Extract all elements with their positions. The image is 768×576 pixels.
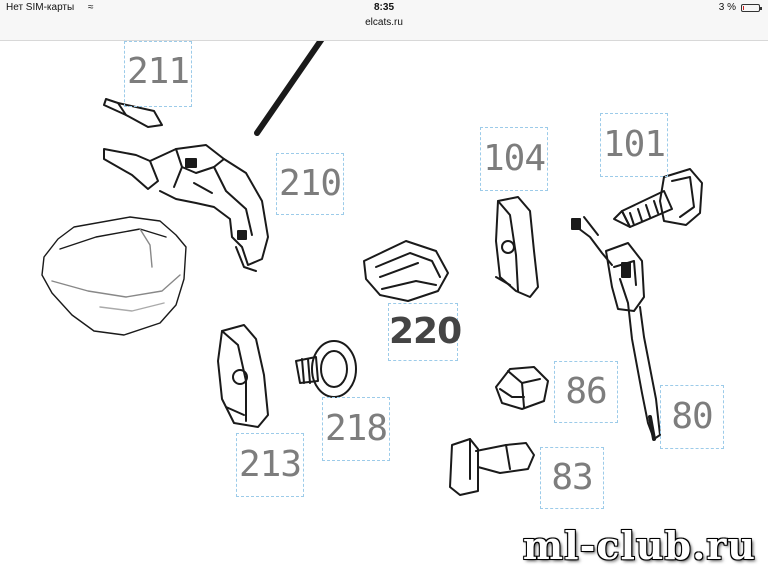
callout-80[interactable]: 80 — [660, 385, 724, 449]
clock: 8:35 — [373, 2, 394, 13]
callout-210[interactable]: 210 — [276, 153, 344, 215]
carrier-label: Нет SIM-карты — [6, 2, 75, 13]
leader-line — [254, 41, 325, 136]
battery-icon — [741, 4, 762, 12]
callout-220[interactable]: 220 — [388, 303, 462, 361]
clip-220-part — [363, 240, 449, 302]
washer-nozzle-part — [41, 216, 187, 336]
screw-101-part — [613, 168, 703, 228]
watermark: ml-club.ru — [522, 523, 756, 568]
parts-drawing — [41, 41, 703, 496]
battery-percent: 3 % — [718, 2, 736, 13]
battery-level — [743, 6, 744, 10]
address-bar[interactable]: elcats.ru — [365, 17, 403, 28]
nut-plate-213-part — [217, 324, 269, 428]
callout-101[interactable]: 101 — [600, 113, 668, 177]
callout-211[interactable]: 211 — [124, 41, 192, 107]
callout-86[interactable]: 86 — [554, 361, 618, 423]
callout-218[interactable]: 218 — [322, 397, 390, 461]
parts-diagram: 211 210 104 101 220 218 213 86 80 83 ml-… — [0, 41, 768, 576]
bracket-210-part — [103, 144, 269, 272]
nut-86-part — [495, 366, 549, 410]
callout-83[interactable]: 83 — [540, 447, 604, 509]
clip-83-part — [449, 438, 535, 496]
nut-plate-104-part — [495, 196, 539, 298]
callout-104[interactable]: 104 — [480, 127, 548, 191]
status-bar: Нет SIM-карты ≈ 8:35 elcats.ru 3 % — [0, 0, 768, 41]
callout-213[interactable]: 213 — [236, 433, 304, 497]
switch-80-part — [571, 216, 661, 441]
rivet-218-part — [295, 340, 357, 398]
wifi-icon: ≈ — [88, 2, 94, 13]
